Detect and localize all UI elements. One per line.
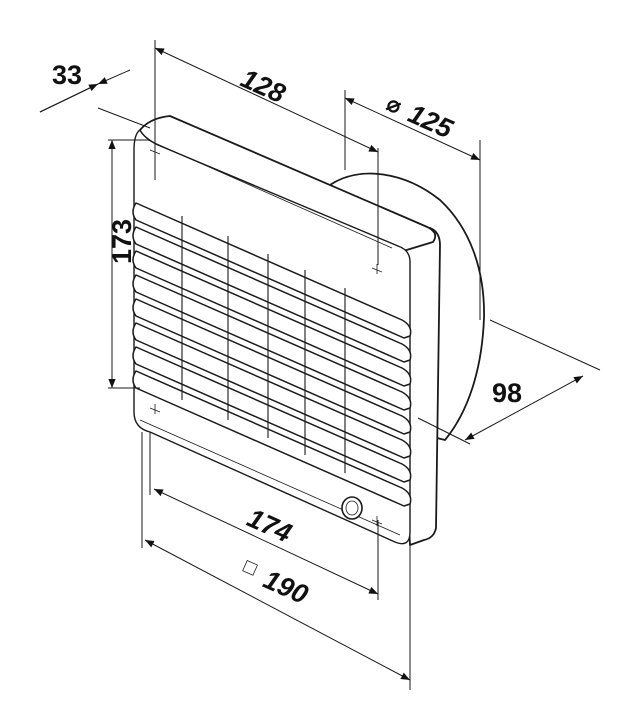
louvre-slat (132, 274, 412, 411)
dimension-line-98 (464, 375, 584, 441)
louvre-slat (132, 322, 412, 459)
label-height: 173 (107, 219, 137, 264)
label-duct-diameter: ⌀ 125 (383, 91, 458, 145)
louvre-slats (132, 202, 412, 507)
inner-grille (181, 216, 346, 473)
dimension-line-33-b (39, 83, 99, 113)
louvre-slat (132, 250, 412, 387)
dimension-line-190 (144, 539, 411, 681)
square-symbol-icon: □ (240, 555, 260, 580)
label-depth-front: 33 (52, 60, 82, 90)
dimension-line-125 (344, 97, 481, 161)
louvre-slat (132, 370, 412, 507)
dimension-line-128 (154, 47, 379, 153)
label-duct-depth: 98 (492, 378, 522, 408)
control-knob (341, 496, 363, 520)
louvre-slat (132, 202, 412, 339)
label-width-top: 128 (236, 63, 289, 109)
dimension-line-33 (97, 69, 131, 85)
diameter-symbol-icon: ⌀ (383, 91, 406, 120)
label-square-size-value: 190 (259, 564, 312, 610)
label-square-size: □ 190 (240, 555, 312, 610)
dimension-lines (39, 47, 584, 681)
label-duct-diameter-value: 125 (404, 98, 458, 144)
label-width-bottom: 174 (243, 503, 296, 549)
louvre-slat (132, 346, 412, 483)
louvre-slat (132, 298, 412, 435)
louvre-slat (132, 226, 412, 363)
